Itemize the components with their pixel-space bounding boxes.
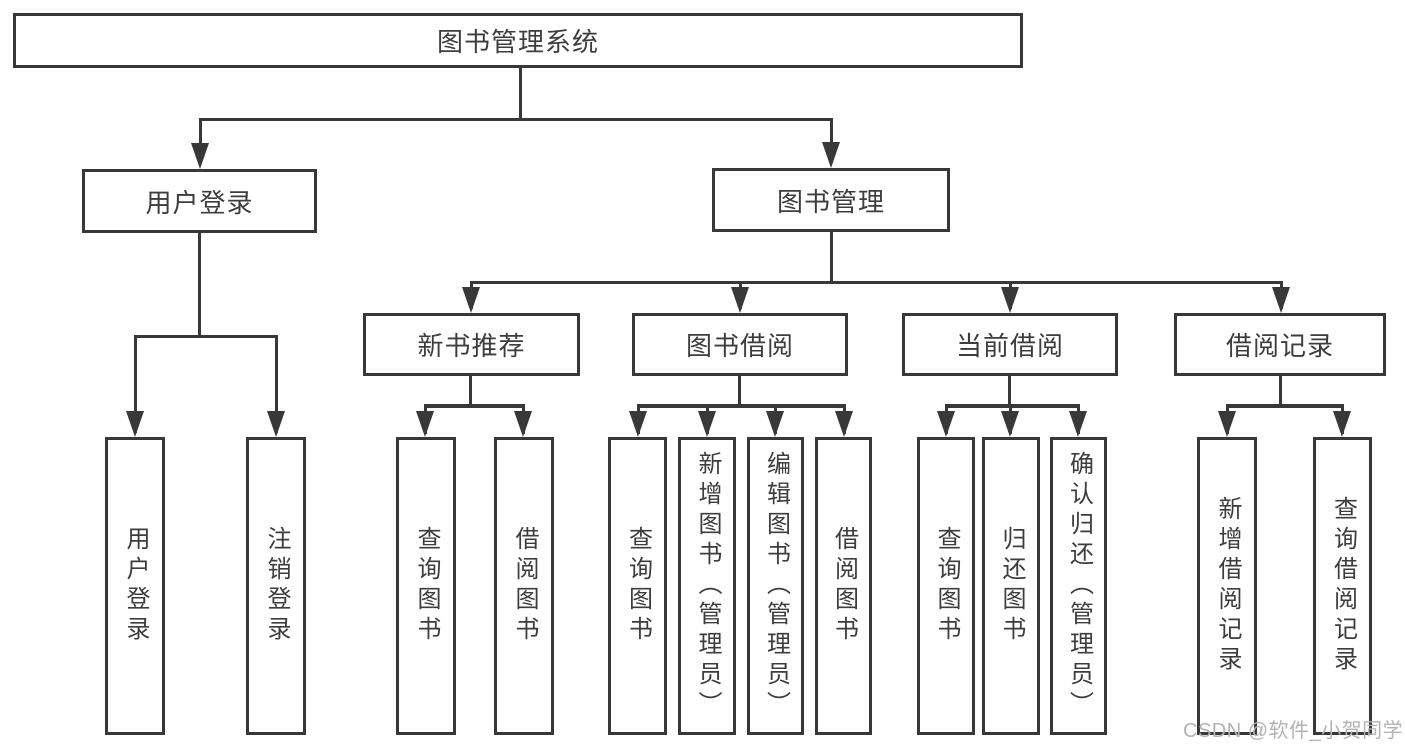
arrow-down-book-mgmt <box>822 142 840 168</box>
arrow-down-ul-logout <box>267 411 285 437</box>
leaf-cb-return-books: 归还图书 <box>982 437 1040 735</box>
connector-drop-user-login <box>199 118 202 163</box>
arrow-down-nb-query <box>416 411 434 437</box>
connector-new-books-bar <box>424 404 525 408</box>
connector-user-login-stem <box>198 233 201 335</box>
connector-book-mgmt-stem <box>830 232 833 281</box>
leaf-user-login: 用户登录 <box>105 437 165 735</box>
leaf-nb-query-books: 查询图书 <box>396 437 456 735</box>
connector-drop-ul-logout <box>275 335 278 433</box>
node-user-login: 用户登录 <box>82 169 317 233</box>
arrow-down-ul-login <box>126 411 144 437</box>
leaf-bb-query-books: 查询图书 <box>608 437 667 735</box>
leaf-nb-borrow-books: 借阅图书 <box>494 437 554 735</box>
arrow-down-br-add <box>1218 411 1236 437</box>
connector-book-borrow-bar <box>637 404 846 408</box>
node-borrowing-records: 借阅记录 <box>1174 313 1386 376</box>
leaf-br-query-record: 查询借阅记录 <box>1313 437 1372 735</box>
arrow-down-cb-return <box>1001 411 1019 437</box>
leaf-cb-confirm-return-admin: 确认归还（管理员） <box>1050 437 1107 735</box>
connector-root-stem <box>519 68 522 118</box>
arrow-down-new-books <box>462 287 480 313</box>
connector-current-borrow-bar <box>945 404 1080 408</box>
connector-root-branch-bar <box>199 118 833 121</box>
connector-current-borrow-stem <box>1008 376 1011 406</box>
connector-borrow-records-stem <box>1279 376 1282 406</box>
connector-drop-ul-login <box>134 335 137 433</box>
node-new-book-recommend: 新书推荐 <box>363 313 580 376</box>
arrow-down-borrow-records <box>1272 287 1290 313</box>
arrow-down-cb-confirm <box>1069 411 1087 437</box>
arrow-down-nb-borrow <box>514 411 532 437</box>
arrow-down-bb-add <box>698 411 716 437</box>
arrow-down-current-borrow <box>1001 287 1019 313</box>
connector-borrow-records-bar <box>1226 404 1343 408</box>
csdn-watermark: CSDN @软件_小贺同学 <box>1183 720 1404 742</box>
leaf-cb-query-books: 查询图书 <box>917 437 975 735</box>
arrow-down-br-query <box>1333 411 1351 437</box>
arrow-down-cb-query <box>937 411 955 437</box>
leaf-logout: 注销登录 <box>246 437 306 735</box>
connector-drop-book-mgmt <box>830 118 833 163</box>
node-current-borrowing: 当前借阅 <box>902 313 1118 376</box>
leaf-bb-borrow-books: 借阅图书 <box>815 437 872 735</box>
arrow-down-bb-borrow <box>835 411 853 437</box>
arrow-down-user-login <box>191 143 209 169</box>
connector-new-books-stem <box>469 376 472 406</box>
arrow-down-book-borrow <box>731 287 749 313</box>
node-root-library-management-system: 图书管理系统 <box>13 13 1023 68</box>
node-book-borrowing: 图书借阅 <box>632 313 848 376</box>
connector-user-login-bar <box>134 335 278 338</box>
connector-book-mgmt-bar <box>470 281 1283 284</box>
connector-book-borrow-stem <box>738 376 741 406</box>
arrow-down-bb-edit <box>766 411 784 437</box>
leaf-bb-edit-books-admin: 编辑图书（管理员） <box>747 437 804 735</box>
arrow-down-bb-query <box>629 411 647 437</box>
leaf-bb-add-books-admin: 新增图书（管理员） <box>678 437 736 735</box>
node-book-management: 图书管理 <box>712 168 950 232</box>
leaf-br-add-record: 新增借阅记录 <box>1197 437 1257 735</box>
